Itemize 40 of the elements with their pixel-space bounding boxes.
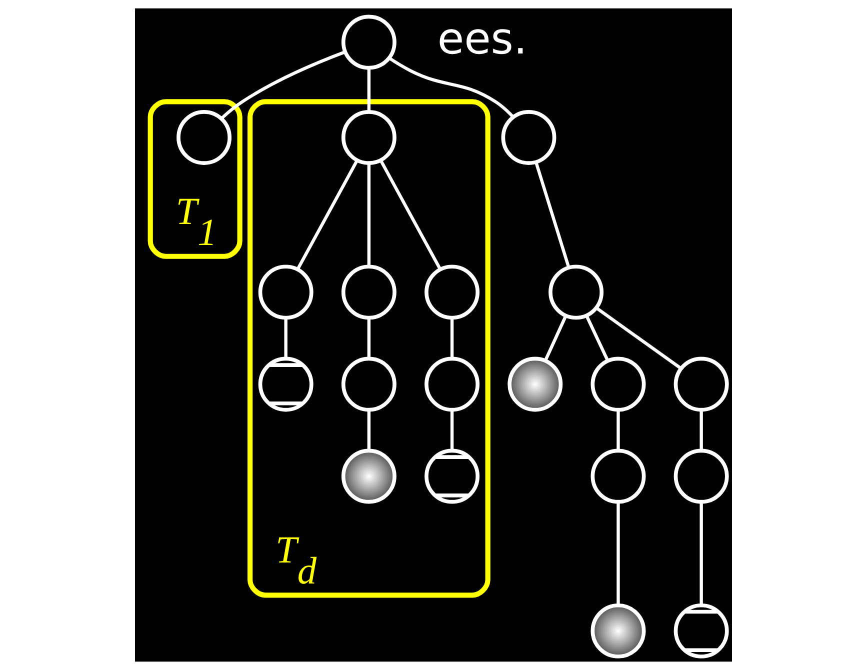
node-circle	[548, 264, 604, 320]
connector	[296, 159, 359, 270]
node-dot	[508, 356, 563, 412]
connector	[284, 318, 288, 359]
connector	[367, 410, 371, 451]
node-circle	[341, 14, 396, 70]
node-circle	[674, 448, 729, 504]
node-circle	[674, 356, 729, 412]
node-dot	[341, 448, 396, 504]
node-dot	[590, 603, 646, 658]
connector	[585, 314, 610, 362]
node-circle	[590, 448, 646, 504]
connector	[388, 56, 514, 118]
node-circle	[590, 356, 646, 412]
node-circle	[501, 110, 556, 165]
node-cross	[424, 448, 480, 504]
node-cross	[674, 603, 729, 658]
node-cross	[258, 356, 314, 412]
connector	[596, 306, 682, 370]
connector	[700, 502, 703, 606]
node-circle	[341, 264, 396, 320]
connector	[450, 410, 454, 451]
connector	[616, 502, 620, 606]
node-circle	[341, 110, 396, 165]
connector	[367, 318, 371, 359]
connector	[220, 50, 346, 120]
node-circle	[341, 356, 396, 412]
connector	[367, 163, 371, 267]
connector	[534, 162, 570, 268]
connector	[700, 410, 703, 451]
label: ees.	[437, 14, 528, 64]
node-circle	[424, 264, 480, 320]
connector	[544, 315, 568, 362]
node-circle	[424, 356, 480, 412]
connector	[450, 318, 454, 359]
node-circle	[258, 264, 314, 320]
node-circle	[176, 110, 232, 165]
connector	[616, 410, 620, 451]
connector	[379, 159, 442, 270]
connector	[367, 68, 371, 112]
